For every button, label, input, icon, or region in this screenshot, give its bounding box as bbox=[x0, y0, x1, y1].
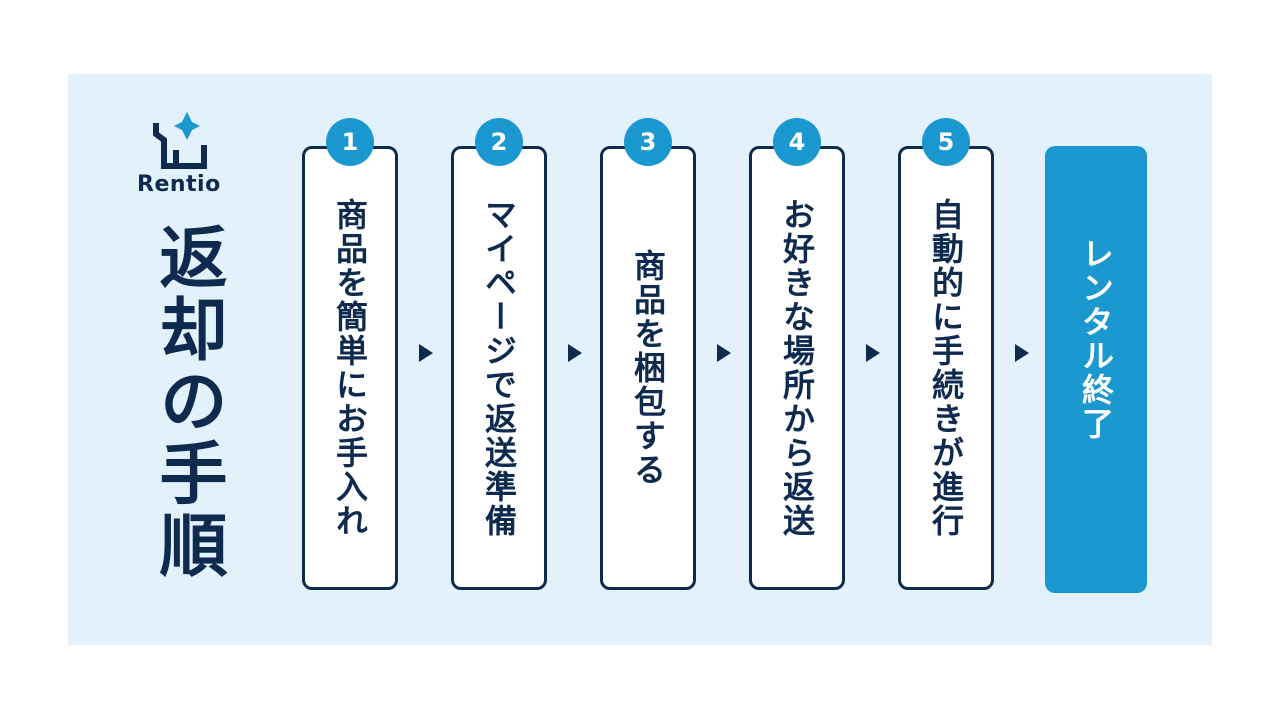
triangle-right-icon bbox=[717, 344, 731, 362]
step-label: 商品を簡単にお手入れ bbox=[331, 198, 369, 538]
step-card-3: 商品を梱包する bbox=[600, 146, 696, 590]
step-number-badge: 3 bbox=[624, 118, 672, 166]
rentio-logo bbox=[150, 112, 240, 202]
step-label: お好きな場所から返送 bbox=[778, 198, 816, 538]
step-label: 商品を梱包する bbox=[629, 249, 667, 487]
triangle-right-icon bbox=[866, 344, 880, 362]
house-sparkle-icon bbox=[153, 112, 207, 169]
step-card-2: マイページで返送準備 bbox=[451, 146, 547, 590]
step-number-badge: 4 bbox=[773, 118, 821, 166]
triangle-right-icon bbox=[1015, 344, 1029, 362]
step-card-5: 自動的に手続きが進行 bbox=[898, 146, 994, 590]
final-step-card: レンタル終了 bbox=[1045, 146, 1147, 593]
step-card-1: 商品を簡単にお手入れ bbox=[302, 146, 398, 590]
step-number-badge: 5 bbox=[922, 118, 970, 166]
page-title: 返却の手順 bbox=[147, 222, 226, 582]
triangle-right-icon bbox=[568, 344, 582, 362]
step-label: マイページで返送準備 bbox=[480, 198, 518, 538]
step-card-4: お好きな場所から返送 bbox=[749, 146, 845, 590]
final-step-label: レンタル終了 bbox=[1077, 236, 1115, 441]
triangle-right-icon bbox=[419, 344, 433, 362]
brand-name: Rentio bbox=[137, 172, 221, 197]
step-number-badge: 2 bbox=[475, 118, 523, 166]
step-label: 自動的に手続きが進行 bbox=[927, 198, 965, 538]
step-number-badge: 1 bbox=[326, 118, 374, 166]
